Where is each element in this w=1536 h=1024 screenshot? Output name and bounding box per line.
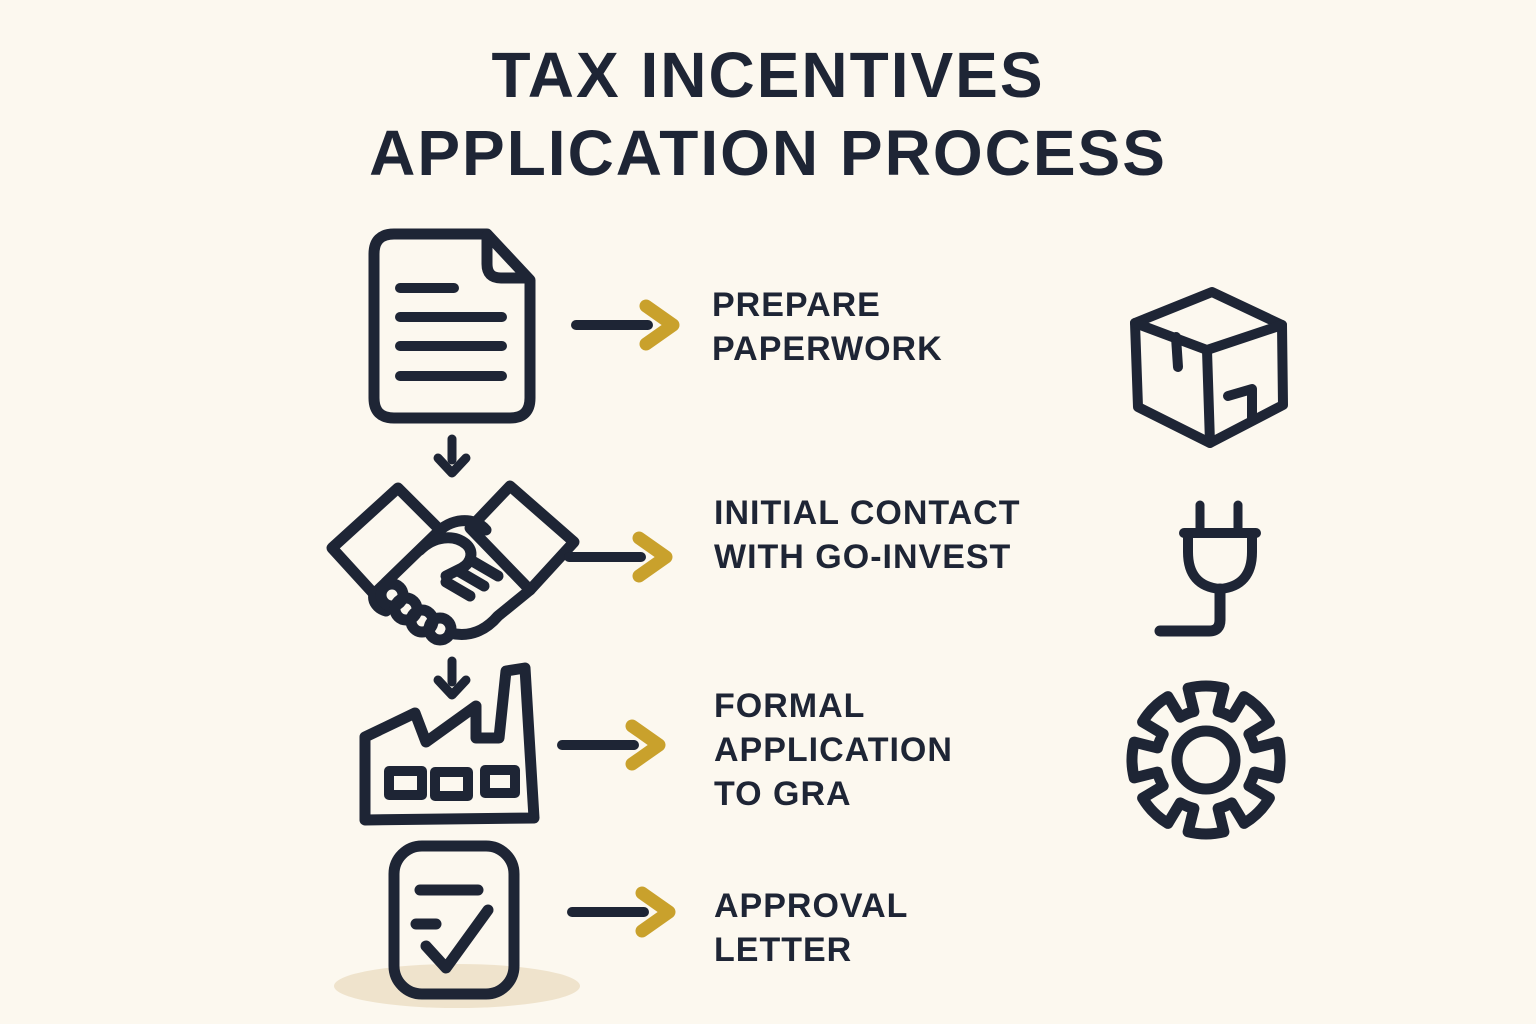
right-arrow-icon <box>567 886 676 938</box>
right-arrow-icon <box>564 531 673 583</box>
right-arrow-icon <box>571 299 680 351</box>
page-title: TAX INCENTIVES APPLICATION PROCESS <box>0 36 1536 192</box>
ground-shadow <box>334 964 580 1008</box>
gear-icon <box>1126 680 1286 840</box>
power-plug-icon <box>1154 500 1261 637</box>
right-arrow-icon <box>557 719 666 771</box>
step-label-approval-letter: APPROVAL LETTER <box>714 887 909 969</box>
step-label-prepare-paperwork: PREPARE PAPERWORK <box>712 286 943 368</box>
down-arrow-icon <box>433 656 471 700</box>
approval-document-icon <box>388 840 520 1000</box>
page-title-line-2: APPLICATION PROCESS <box>369 117 1167 189</box>
down-arrow-icon <box>433 434 471 478</box>
factory-icon <box>359 662 540 826</box>
step-label-formal-application: FORMAL APPLICATION TO GRA <box>714 687 953 813</box>
document-icon <box>368 228 536 424</box>
page-title-line-1: TAX INCENTIVES <box>491 39 1045 111</box>
handshake-icon <box>326 480 580 646</box>
package-box-icon <box>1130 287 1288 448</box>
step-label-initial-contact: INITIAL CONTACT WITH GO-INVEST <box>714 494 1021 576</box>
